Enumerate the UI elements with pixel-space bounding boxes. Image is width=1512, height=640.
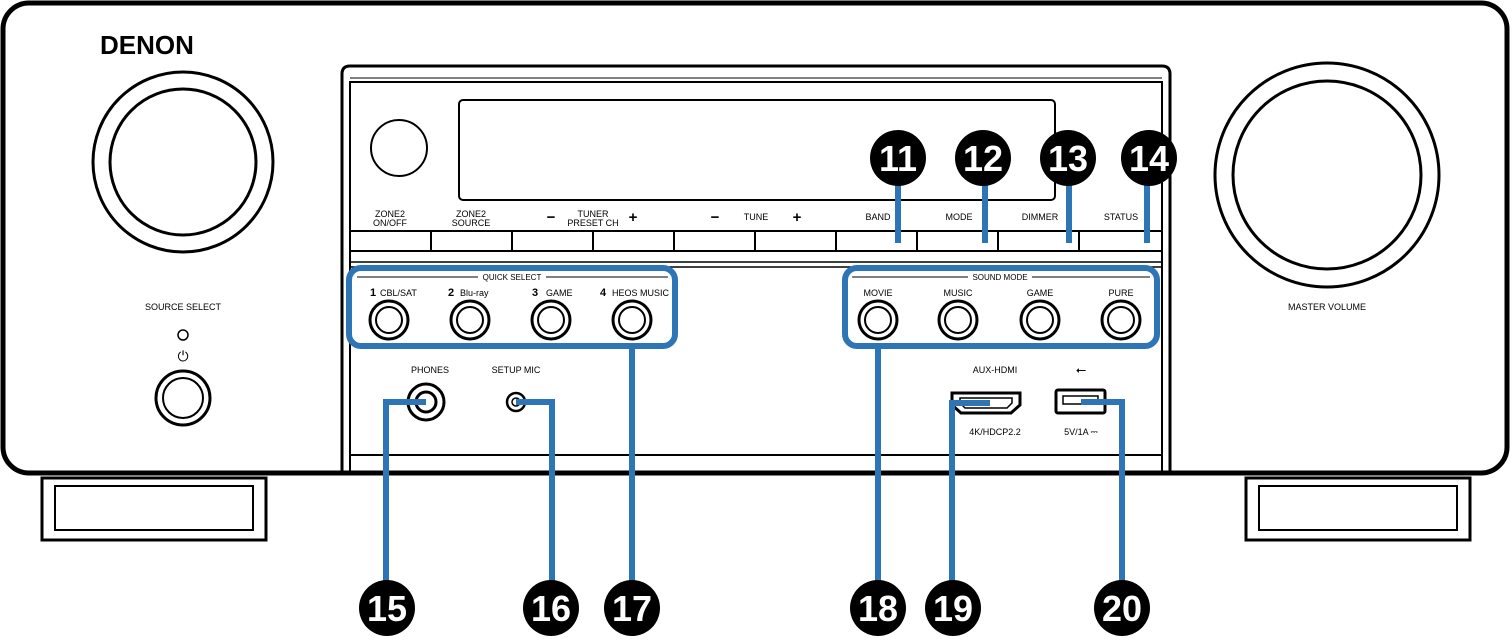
zone2-source-label-line1: ZONE2 [456, 209, 486, 219]
callout-18-number: 18 [858, 588, 898, 629]
source-select-knob[interactable] [108, 87, 258, 237]
mode-label: MODE [946, 212, 973, 222]
callout-18-badge [850, 580, 906, 636]
usb-power-label: 5V/1A ⎓ [1064, 427, 1098, 437]
callout-badges: 11 12 13 14 15 16 17 18 19 20 [359, 130, 1177, 636]
status-label: STATUS [1104, 212, 1138, 222]
left-foot-inner [54, 485, 254, 531]
callout-15-number: 15 [367, 588, 407, 629]
quick-select-4-label: HEOS MUSIC [612, 288, 670, 298]
sound-mode-pure-button[interactable] [1107, 306, 1135, 334]
tune-plus-label: + [793, 209, 802, 226]
callout-20-badge [1094, 580, 1150, 636]
callout-14-badge [1121, 130, 1177, 186]
quick-select-1-label: CBL/SAT [380, 288, 417, 298]
callout-19-number: 19 [933, 588, 973, 629]
quick-select-highlight [346, 265, 678, 349]
sound-mode-pure-label: PURE [1108, 288, 1133, 298]
sound-mode-highlight [842, 265, 1160, 349]
dimmer-label: DIMMER [1022, 212, 1059, 222]
zone2-source-button[interactable] [430, 230, 513, 252]
tuner-label-line1: TUNER [578, 209, 609, 219]
tune-plus-button[interactable] [754, 230, 837, 252]
sound-mode-game-label: GAME [1027, 288, 1054, 298]
sound-mode-movie-label: MOVIE [863, 288, 892, 298]
callout-11-number: 11 [879, 138, 917, 179]
callout-15-badge [359, 580, 415, 636]
sound-mode-movie-button[interactable] [864, 306, 892, 334]
aux-hdmi-label: AUX-HDMI [973, 365, 1018, 375]
quick-select-buttons [368, 299, 653, 341]
zone2-onoff-button[interactable] [349, 230, 432, 252]
quick-select-3-label: GAME [546, 288, 573, 298]
status-button[interactable] [1078, 230, 1163, 252]
quick-select-2-label: Blu-ray [460, 288, 489, 298]
center-panel-frame [340, 64, 1172, 473]
quick-select-4-button[interactable] [618, 306, 646, 334]
quick-select-1-num: 1 [370, 287, 376, 299]
tune-label: TUNE [744, 212, 769, 222]
brand-logo: DENON [100, 30, 194, 60]
quick-select-1-button[interactable] [375, 306, 403, 334]
sound-mode-music-label: MUSIC [944, 288, 974, 298]
callout-14-number: 14 [1129, 138, 1169, 179]
tune-minus-label: − [711, 209, 720, 226]
callout-17-number: 17 [612, 588, 652, 629]
button-row [349, 230, 1163, 252]
quick-select-3-num: 3 [532, 287, 538, 299]
zone2-onoff-label-line2: ON/OFF [373, 218, 407, 228]
band-label: BAND [865, 212, 891, 222]
sound-mode-music-button[interactable] [944, 306, 972, 334]
callout-12-badge [955, 130, 1011, 186]
tuner-preset-minus-button[interactable] [511, 230, 594, 252]
tuner-preset-plus-button[interactable] [592, 230, 675, 252]
setup-mic-label: SETUP MIC [492, 365, 541, 375]
tune-minus-button[interactable] [673, 230, 756, 252]
callout-12-number: 12 [963, 138, 1003, 179]
power-icon: ⏻ [177, 348, 188, 364]
master-volume-knob[interactable] [1231, 79, 1423, 271]
aux-hdmi-sublabel: 4K/HDCP2.2 [969, 427, 1021, 437]
phones-label: PHONES [411, 365, 449, 375]
quick-select-2-num: 2 [448, 287, 454, 299]
usb-icon: ⭠ [1076, 362, 1086, 377]
callout-11-badge [870, 130, 926, 186]
callout-13-badge [1040, 130, 1096, 186]
callout-19-line [949, 400, 990, 590]
right-foot-inner [1258, 485, 1458, 531]
band-button[interactable] [835, 230, 918, 252]
tuner-minus-label: − [547, 209, 556, 226]
quick-select-title: QUICK SELECT [483, 273, 542, 282]
callout-20-line [1081, 399, 1125, 590]
sound-mode-game-button[interactable] [1026, 306, 1054, 334]
source-select-label: SOURCE SELECT [145, 302, 222, 312]
tuner-plus-label: + [629, 209, 638, 226]
callout-16-badge [523, 580, 579, 636]
callout-13-number: 13 [1048, 138, 1088, 179]
callout-16-line [516, 399, 555, 590]
callout-15-line [383, 399, 426, 590]
callout-17-badge [604, 580, 660, 636]
zone2-source-label-line2: SOURCE [452, 218, 491, 228]
quick-select-2-button[interactable] [456, 306, 484, 334]
quick-select-4-num: 4 [600, 287, 607, 299]
sound-mode-title: SOUND MODE [972, 273, 1027, 282]
power-indicator-led [177, 329, 189, 341]
quick-select-3-button[interactable] [537, 306, 565, 334]
callout-19-badge [925, 580, 981, 636]
master-volume-label: MASTER VOLUME [1288, 302, 1366, 312]
sound-mode-buttons [857, 299, 1142, 341]
zone2-onoff-label-line1: ZONE2 [375, 209, 405, 219]
callout-lines [346, 180, 1160, 590]
callout-16-number: 16 [531, 588, 571, 629]
power-button[interactable] [162, 377, 204, 419]
callout-20-number: 20 [1102, 588, 1142, 629]
tuner-label-line2: PRESET CH [567, 218, 618, 228]
remote-sensor [370, 119, 428, 177]
